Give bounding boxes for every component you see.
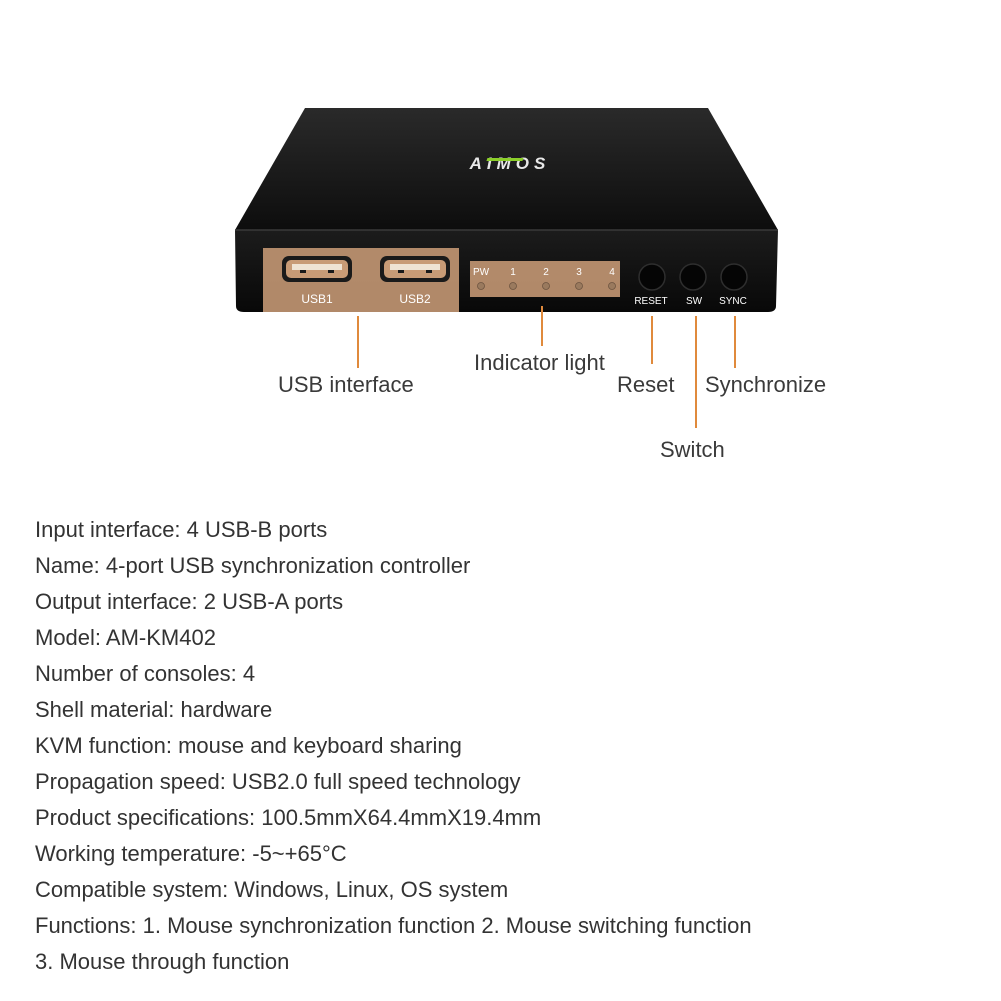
spec-consoles: Number of consoles: 4 — [35, 661, 256, 686]
spec-compatible-system: Compatible system: Windows, Linux, OS sy… — [35, 877, 509, 902]
sw-button[interactable] — [679, 263, 707, 291]
device-top-face — [235, 108, 778, 230]
spec-propagation-speed: Propagation speed: USB2.0 full speed tec… — [35, 769, 521, 794]
indicator-led-pw — [477, 282, 485, 290]
indicator-led-1 — [509, 282, 517, 290]
reset-button-label: RESET — [634, 296, 667, 307]
usb1-port[interactable] — [282, 256, 352, 282]
spec-name: Name: 4-port USB synchronization control… — [35, 553, 471, 578]
spec-list: Input interface: 4 USB-B ports Name: 4-p… — [35, 512, 752, 980]
switch-callout: Switch — [660, 437, 725, 462]
spec-functions-continued: 3. Mouse through function — [35, 949, 290, 974]
device-illustration: AIMOS USB1 USB2 PW 1 2 3 4 RESET SW SYNC — [235, 108, 778, 428]
indicator-label-2: 2 — [543, 267, 549, 278]
sync-button[interactable] — [720, 263, 748, 291]
spec-working-temperature: Working temperature: -5~+65°C — [35, 841, 347, 866]
spec-shell-material: Shell material: hardware — [35, 697, 273, 722]
indicator-label-4: 4 — [609, 267, 615, 278]
spec-product-specifications: Product specifications: 100.5mmX64.4mmX1… — [35, 805, 542, 830]
usb-interface-callout: USB interface — [278, 372, 414, 397]
indicator-light-callout: Indicator light — [474, 350, 605, 375]
spec-output-interface: Output interface: 2 USB-A ports — [35, 589, 344, 614]
usb2-label: USB2 — [399, 292, 431, 306]
logo-accent-bar — [486, 158, 524, 161]
reset-button[interactable] — [638, 263, 666, 291]
brand-logo: AIMOS — [469, 154, 551, 173]
synchronize-callout: Synchronize — [705, 372, 827, 397]
sync-button-label: SYNC — [719, 296, 747, 307]
spec-model: Model: AM-KM402 — [35, 625, 216, 650]
spec-kvm-function: KVM function: mouse and keyboard sharing — [35, 733, 462, 758]
indicator-led-3 — [575, 282, 583, 290]
usb2-port[interactable] — [380, 256, 450, 282]
indicator-led-2 — [542, 282, 550, 290]
indicator-label-pw: PW — [473, 267, 490, 278]
indicator-label-3: 3 — [576, 267, 582, 278]
reset-callout: Reset — [617, 372, 675, 397]
spec-input-interface: Input interface: 4 USB-B ports — [35, 517, 328, 542]
usb1-label: USB1 — [301, 292, 333, 306]
spec-functions: Functions: 1. Mouse synchronization func… — [35, 913, 752, 938]
indicator-led-4 — [608, 282, 616, 290]
indicator-label-1: 1 — [510, 267, 516, 278]
indicator-lights: PW 1 2 3 4 — [473, 267, 616, 290]
sw-button-label: SW — [686, 296, 703, 307]
indicator-panel — [470, 261, 620, 297]
